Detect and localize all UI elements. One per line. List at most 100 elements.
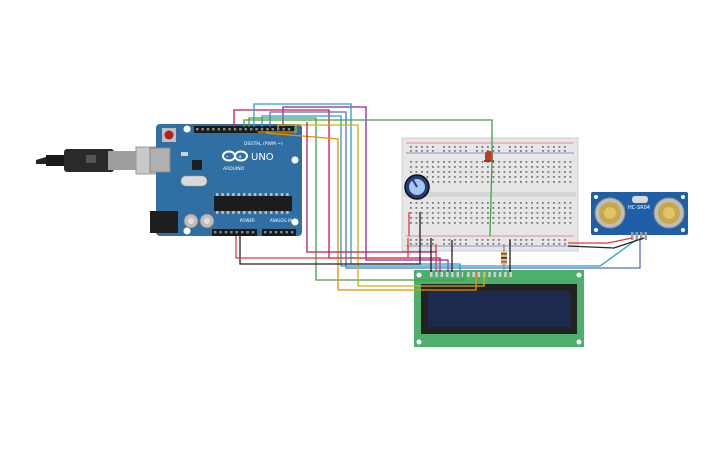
breadboard-hole <box>509 181 511 183</box>
power-analog-pins <box>214 231 294 234</box>
breadboard-hole <box>536 181 539 183</box>
breadboard-hole <box>564 181 566 183</box>
breadboard-hole <box>415 146 418 148</box>
chip-pin <box>248 211 251 214</box>
breadboard-hole <box>553 146 555 148</box>
breadboard-hole <box>509 222 511 224</box>
breadboard-hole <box>542 176 544 178</box>
breadboard-hole <box>470 217 473 219</box>
header-pin <box>223 128 226 131</box>
breadboard-hole <box>426 202 429 204</box>
breadboard-hole <box>410 212 412 214</box>
breadboard-hole <box>443 176 445 178</box>
breadboard-hole <box>509 239 511 241</box>
breadboard-holes <box>410 146 572 245</box>
wire-green <box>243 119 493 237</box>
breadboard-hole <box>492 150 495 152</box>
breadboard-hole <box>470 176 473 178</box>
breadboard-hole <box>520 146 522 148</box>
breadboard-hole <box>432 176 434 178</box>
breadboard-hole <box>564 217 566 219</box>
chip-pin <box>280 193 284 196</box>
sensor-pins <box>631 232 647 240</box>
breadboard-hole <box>536 171 539 173</box>
header-pin <box>230 231 233 234</box>
breadboard-hole <box>426 239 429 241</box>
breadboard-hole <box>476 222 478 224</box>
breadboard-hole <box>503 212 506 214</box>
breadboard-hole <box>547 171 550 173</box>
breadboard-hole <box>487 171 489 173</box>
breadboard-hole <box>492 217 495 219</box>
breadboard-hole <box>514 212 517 214</box>
breadboard-hole <box>503 171 506 173</box>
breadboard-hole <box>492 243 495 245</box>
breadboard-hole <box>531 146 533 148</box>
breadboard-hole <box>547 222 550 224</box>
crystal <box>632 196 648 203</box>
breadboard-hole <box>432 171 434 173</box>
header-pin <box>250 128 253 131</box>
sensor-pin <box>640 232 643 240</box>
breadboard-hole <box>564 150 566 152</box>
breadboard-hole <box>465 171 467 173</box>
breadboard-hole <box>454 202 456 204</box>
breadboard-hole <box>547 202 550 204</box>
header-pin <box>282 128 285 131</box>
chip-pin <box>243 211 246 214</box>
breadboard-hole <box>509 176 511 178</box>
breadboard-hole <box>547 212 550 214</box>
breadboard-hole <box>564 222 566 224</box>
breadboard-hole <box>525 212 528 214</box>
breadboard-hole <box>459 222 462 224</box>
breadboard-hole <box>514 239 517 241</box>
breadboard-hole <box>437 202 440 204</box>
wires <box>233 103 645 291</box>
breadboard-hole <box>542 222 544 224</box>
breadboard-hole <box>481 239 484 241</box>
chip-pin <box>259 211 262 214</box>
breadboard-hole <box>569 212 572 214</box>
breadboard-hole <box>542 243 544 245</box>
breadboard-hole <box>432 217 434 219</box>
breadboard-hole <box>410 202 412 204</box>
breadboard-hole <box>415 202 418 204</box>
breadboard-hole <box>514 150 517 152</box>
breadboard-hole <box>426 171 429 173</box>
breadboard-hole <box>487 181 489 183</box>
reset-button[interactable] <box>162 128 176 142</box>
breadboard-hole <box>498 176 500 178</box>
chip-pin <box>216 211 219 214</box>
breadboard-hole <box>492 202 495 204</box>
header-pin <box>277 128 280 131</box>
breadboard-hole <box>514 176 517 178</box>
breadboard-hole <box>459 150 462 152</box>
potentiometer-knob-icon[interactable] <box>404 174 430 200</box>
breadboard-hole <box>459 243 462 245</box>
breadboard-hole <box>487 212 489 214</box>
smd-component <box>181 152 188 156</box>
breadboard-hole <box>542 171 544 173</box>
breadboard-hole <box>531 222 533 224</box>
chip-pin <box>253 211 257 214</box>
breadboard-hole <box>421 202 423 204</box>
breadboard-hole <box>476 166 478 168</box>
breadboard-hole <box>459 217 462 219</box>
header-pin <box>196 128 199 131</box>
breadboard-hole <box>481 171 484 173</box>
breadboard-hole <box>569 181 572 183</box>
breadboard-hole <box>536 212 539 214</box>
breadboard-hole <box>525 181 528 183</box>
model-label: UNO <box>251 152 274 163</box>
breadboard-hole <box>514 207 517 209</box>
header-pin <box>271 128 274 131</box>
wire-red <box>568 237 633 244</box>
breadboard-hole <box>514 171 517 173</box>
breadboard-hole <box>454 207 456 209</box>
breadboard-hole <box>410 217 412 219</box>
breadboard-hole <box>470 212 473 214</box>
breadboard-hole <box>470 181 473 183</box>
breadboard-hole <box>481 150 484 152</box>
breadboard-hole <box>514 161 517 163</box>
breadboard-hole <box>487 239 489 241</box>
